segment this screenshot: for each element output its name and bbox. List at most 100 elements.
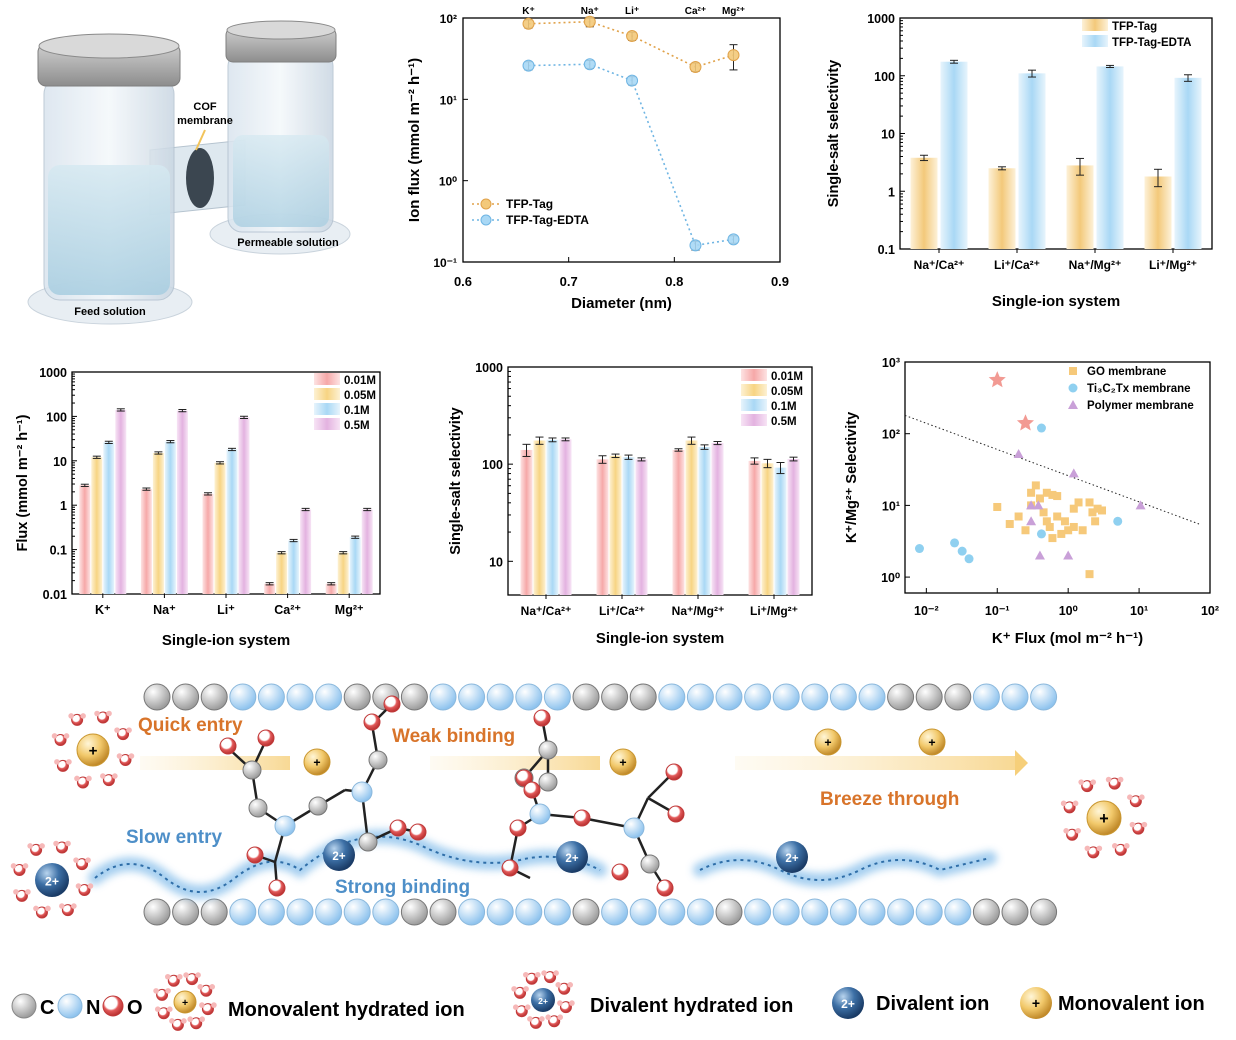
x-tick-label: 0.6 [454,274,472,289]
hydrated-di-entry-water-hydrogen [75,883,82,889]
legend-label: GO membrane [1087,366,1166,378]
x-axis-label: Single-ion system [596,630,724,647]
pore-ions: ++++++2+2+2+2+ [10,710,1148,919]
y-tick-label: 100 [46,410,67,424]
x-axis-label: Single-ion system [992,293,1120,310]
monovalent-ion-icon-symbol: + [1032,995,1040,1011]
hydrated-mono-entry-water-oxygen [76,776,89,789]
y-tick-label: 10¹ [882,499,900,513]
legend-label: 0.05M [771,386,803,398]
x-axis-label: K⁺ Flux (mol m⁻² h⁻¹) [992,630,1143,647]
scatter-point-0-22 [1088,508,1097,517]
scatter-point-0-17 [1069,522,1078,531]
bar-0-0 [520,449,533,595]
chain-atom-carbon [308,796,328,816]
legend-label: Ti₃C₂Tx membrane [1087,383,1191,395]
legend-swatch [314,418,340,430]
chain-atom-oxygen [268,879,286,897]
chart-single-salt-selectivity-tfp: 0.11101001000Na⁺/Ca²⁺Li⁺/Ca²⁺Na⁺/Mg²⁺Li⁺… [826,12,1213,310]
di-flow-glow [88,829,997,899]
hydrated-di-entry-water-oxygen [15,889,28,902]
top-ion-label: Na⁺ [581,6,599,17]
y-tick-label: 10³ [882,356,900,370]
wall-atom-bottom [744,898,772,926]
legend-di-water-hydrogen [541,970,547,976]
cof-label-line2: membrane [177,115,233,127]
bar-1-3 [276,552,288,594]
y-tick-label: 1 [60,499,67,513]
schematic-apparatus: COF membrane Permeable solution Feed sol… [27,20,351,325]
hydrated-mono-entry-water-oxygen [119,754,132,767]
wall-atom-bottom [486,898,514,926]
legend-marker [1068,400,1078,409]
chain-atom-nitrogen [529,803,551,825]
wall-atom-bottom [858,898,886,926]
wall-atom-top [801,683,829,711]
bar-1-3 [1174,77,1202,250]
legend-di-water-hydrogen [545,1014,551,1021]
wall-atom-bottom [200,898,228,926]
bar-0-2 [202,493,214,594]
legend-mono-water-hydrogen [166,1006,173,1012]
hydrated-mono-entry-water-hydrogen [126,727,132,733]
x-tick-label: 10¹ [1130,604,1148,618]
bar-1-0 [940,61,968,249]
bar-2-4 [349,537,361,594]
chain-atom-carbon [640,854,660,874]
wall-atom-top [172,683,200,711]
scatter-point-1-5 [1036,529,1046,539]
wall-atom-top [229,683,257,711]
chain-atom-oxygen [257,729,275,747]
bar-1-1 [1018,73,1046,249]
wall-atom-top [458,683,486,711]
data-point-1-1 [583,58,596,71]
wall-atom-top [515,683,543,711]
bar-3-2 [711,443,724,595]
wall-atom-bottom [229,898,257,926]
hydrated-mono-exit-water-oxygen [1132,822,1145,835]
hydrated-mono-exit-water-hydrogen [1111,843,1118,849]
wall-atom-bottom [257,898,285,926]
chain-atom-oxygen [611,863,629,881]
series-line-0 [528,20,734,68]
legend-mono-water-oxygen [156,988,169,1001]
scatter-point-0-2 [1014,512,1023,521]
bar-1-3 [761,463,774,595]
legend-label: 0.1M [344,405,370,417]
chain-atom-oxygen [409,823,427,841]
hydrated-mono-exit-water-oxygen [1087,846,1100,859]
x-category-label: Li⁺/Mg²⁺ [750,604,798,618]
x-category-label: Ca²⁺ [274,603,301,617]
di-ion-3 [776,841,808,873]
hydrated-mono-entry-ion [76,733,110,767]
edta-chain [219,695,685,897]
nitrogen-label: N [86,997,100,1019]
legend-marker [480,214,492,226]
divalent-ion-icon-symbol: 2+ [841,997,855,1011]
legend-marker [480,198,492,210]
legend-mono-water-hydrogen [187,1016,193,1023]
scatter-point-0-26 [1045,522,1054,531]
hydrated-di-entry-water-hydrogen [22,863,29,869]
legend-di-water-oxygen [529,1016,542,1029]
data-point-0-4 [727,49,740,62]
hydrated-di-entry-water-oxygen [76,858,89,871]
chain-atom-oxygen [656,879,674,897]
permeate-lid-top [226,20,336,40]
bar-3-4 [361,509,373,594]
hydrated-di-entry-water-oxygen [61,904,74,917]
legend-label: 0.1M [771,401,797,413]
chain-atom-oxygen [219,737,237,755]
wall-atom-top [744,683,772,711]
y-tick-label: 1000 [867,12,895,26]
plot-frame [904,361,1211,594]
wall-atom-top [400,683,428,711]
y-tick-label: 0.1 [878,243,895,257]
y-tick-label: 10 [53,455,67,469]
hydrated-di-entry-water-oxygen [78,884,91,897]
pore-wall-top [143,683,1058,711]
strong-binding-label: Strong binding [335,877,470,898]
legend-mono-water-oxygen [190,1017,203,1030]
scatter-point-1-1 [950,538,960,548]
